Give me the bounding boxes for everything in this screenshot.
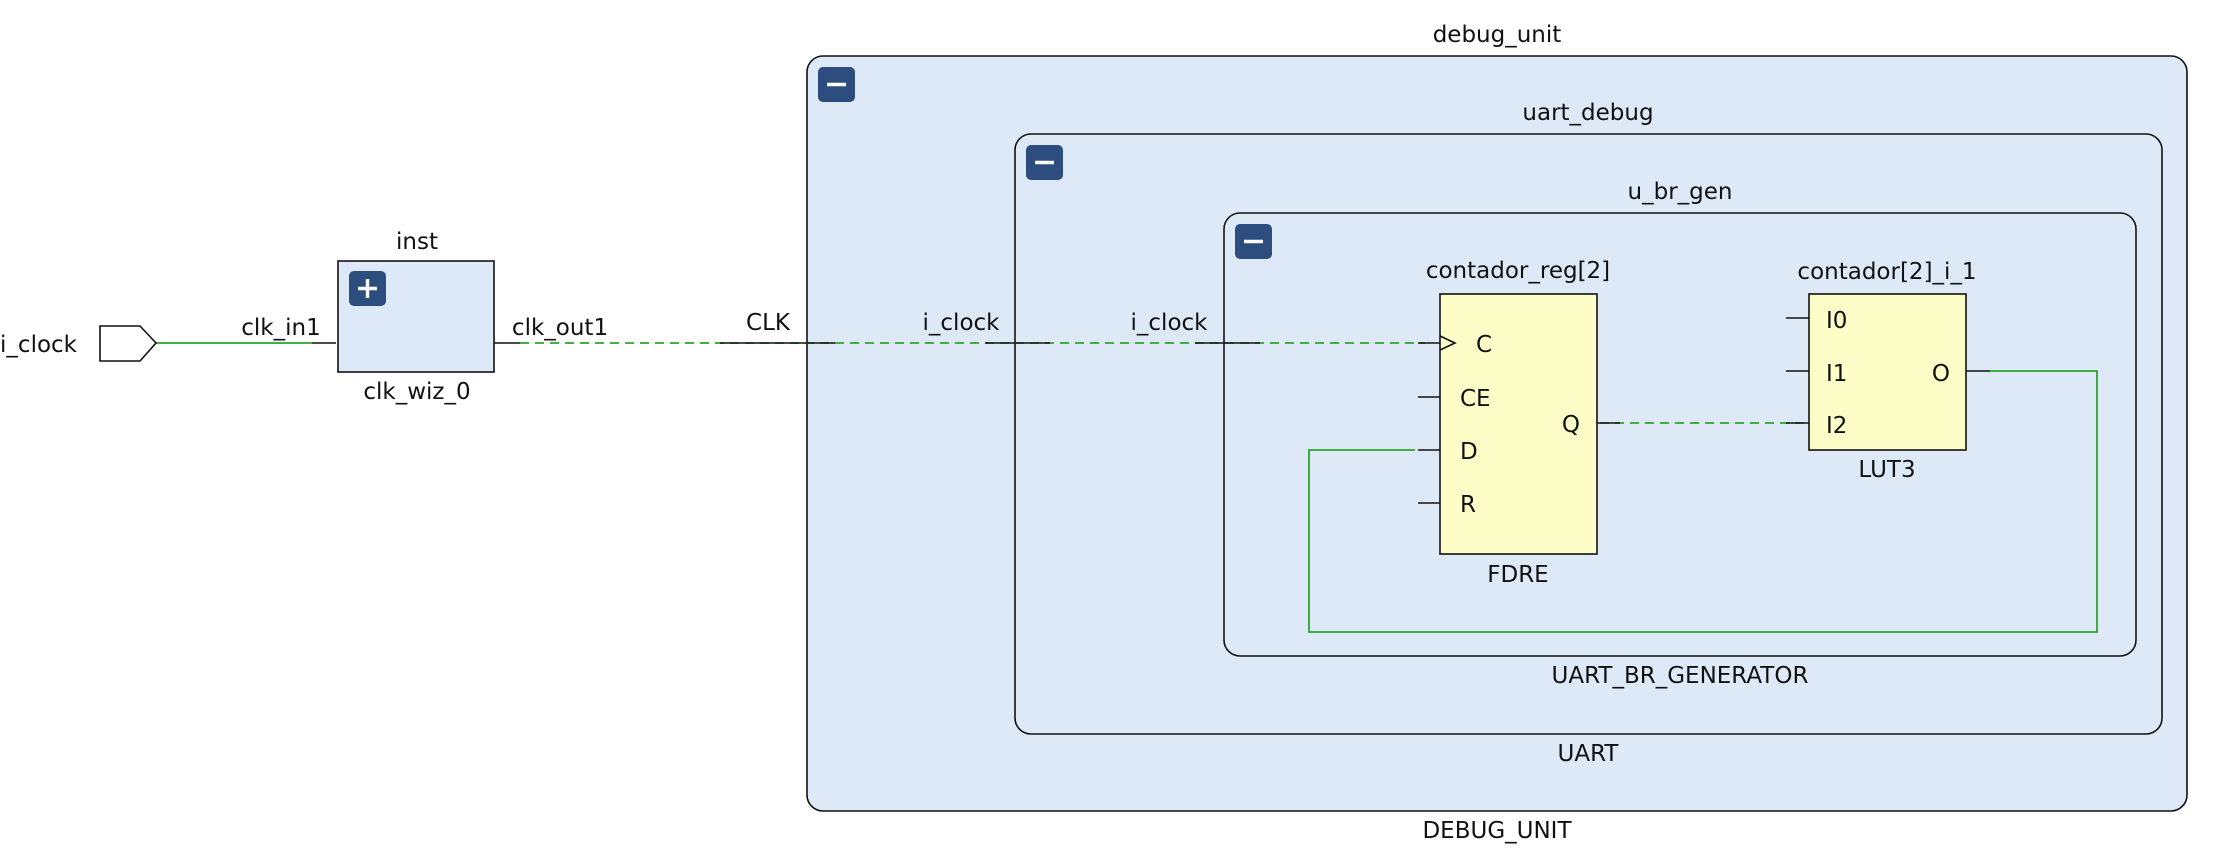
clk-wiz-cell-label: clk_wiz_0	[363, 379, 470, 405]
u-br-gen-clock-pin-label: i_clock	[1131, 310, 1209, 336]
debug-unit-module-label: DEBUG_UNIT	[1422, 818, 1572, 844]
fdre-pin-r-label: R	[1460, 492, 1476, 518]
fdre-type-label: FDRE	[1487, 562, 1548, 588]
lut3-pin-i0-label: I0	[1826, 308, 1847, 334]
lut3-pin-o-label: O	[1932, 361, 1950, 387]
clk-wiz-input-pin-label: clk_in1	[241, 315, 320, 341]
input-port-icon	[99, 325, 158, 362]
fdre-cell[interactable]: contador_reg[2] FDRE C CE D R Q	[1418, 258, 1620, 588]
fdre-pin-d-label: D	[1460, 439, 1478, 465]
lut3-pin-i2-label: I2	[1826, 413, 1847, 439]
lut3-instance-label: contador[2]_i_1	[1797, 259, 1976, 285]
lut3-pin-i1-label: I1	[1826, 361, 1847, 387]
u-br-gen-module-label: UART_BR_GENERATOR	[1552, 663, 1809, 689]
fdre-pin-ce-label: CE	[1460, 386, 1491, 412]
collapse-button-u-br-gen[interactable]	[1235, 224, 1272, 259]
clock-edge-icon	[1439, 335, 1457, 351]
lut3-type-label: LUT3	[1858, 457, 1915, 483]
clk-wiz-instance-label: inst	[396, 229, 438, 255]
expand-button-clk-wiz[interactable]	[349, 271, 386, 306]
top-clock-port-label: i_clock	[0, 332, 78, 358]
collapse-button-uart-debug[interactable]	[1026, 145, 1063, 180]
clk-wiz-instance[interactable]: inst clk_wiz_0 clk_in1 clk_out1	[241, 229, 608, 405]
debug-unit-instance-label: debug_unit	[1433, 22, 1562, 48]
fdre-pin-q-label: Q	[1562, 412, 1580, 438]
debug-unit-clk-pin-label: CLK	[746, 310, 791, 336]
fdre-instance-label: contador_reg[2]	[1426, 258, 1610, 284]
uart-debug-instance-label: uart_debug	[1522, 100, 1653, 126]
net-o-to-d-feedback[interactable]	[1308, 370, 2098, 633]
fdre-box[interactable]	[1439, 293, 1598, 555]
lut3-box[interactable]	[1808, 293, 1967, 451]
uart-debug-module-label: UART	[1558, 741, 1620, 767]
u-br-gen-box[interactable]	[1223, 212, 2137, 657]
lut3-cell[interactable]: contador[2]_i_1 LUT3 I0 I1 I2 O	[1786, 259, 1990, 483]
u-br-gen-block[interactable]: u_br_gen UART_BR_GENERATOR i_clock	[1131, 179, 2137, 689]
fdre-pin-c-label: C	[1476, 332, 1492, 358]
u-br-gen-instance-label: u_br_gen	[1628, 179, 1733, 205]
top-clock-port[interactable]: i_clock	[0, 325, 158, 362]
clk-wiz-output-pin-label: clk_out1	[512, 315, 608, 341]
collapse-button-debug-unit[interactable]	[818, 67, 855, 102]
uart-debug-clock-pin-label: i_clock	[923, 310, 1001, 336]
